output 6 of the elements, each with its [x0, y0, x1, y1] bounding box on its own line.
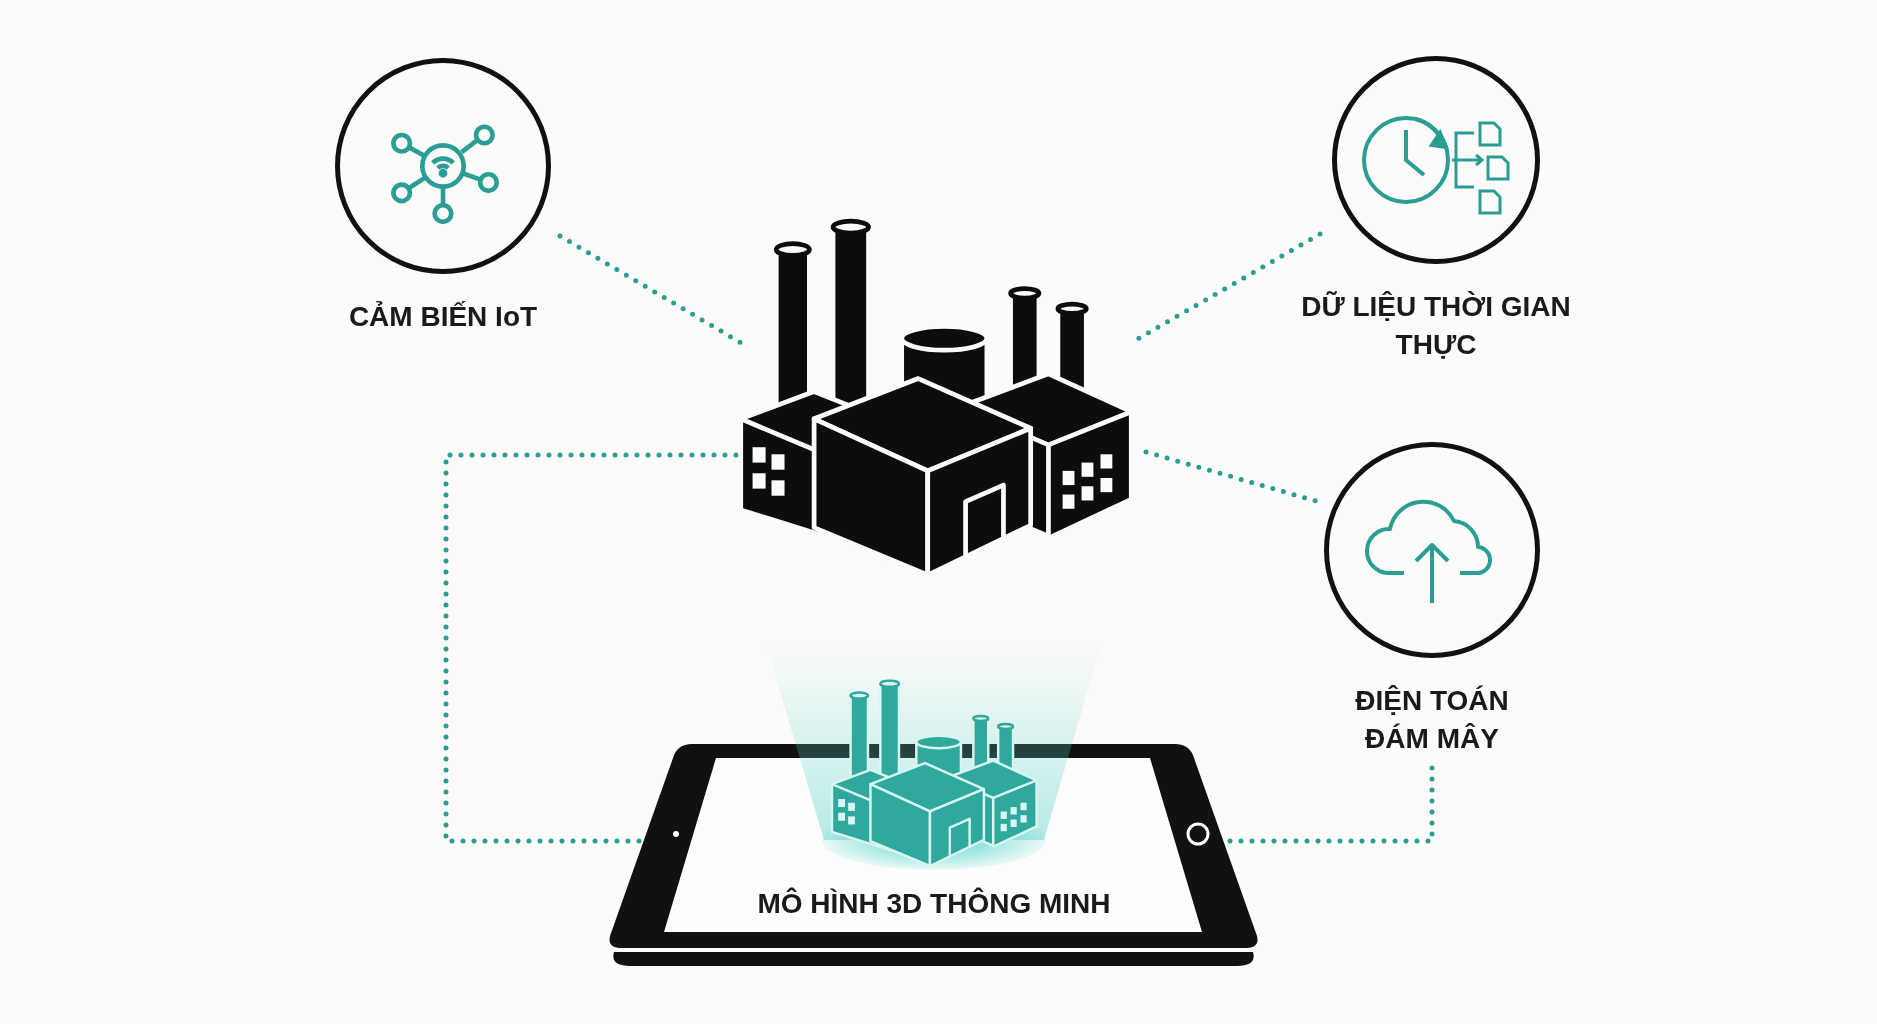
- dotted-connector: [1133, 231, 1323, 343]
- node-label: CẢM BIẾN IoT: [347, 300, 539, 334]
- screen-caption: MÔ HÌNH 3D THÔNG MINH: [756, 886, 1112, 921]
- dotted-connector: [443, 452, 739, 844]
- node-label: DỮ LIỆU THỜI GIAN THỰC: [1300, 290, 1572, 362]
- node-label: ĐIỆN TOÁN ĐÁM MÂY: [1354, 684, 1510, 756]
